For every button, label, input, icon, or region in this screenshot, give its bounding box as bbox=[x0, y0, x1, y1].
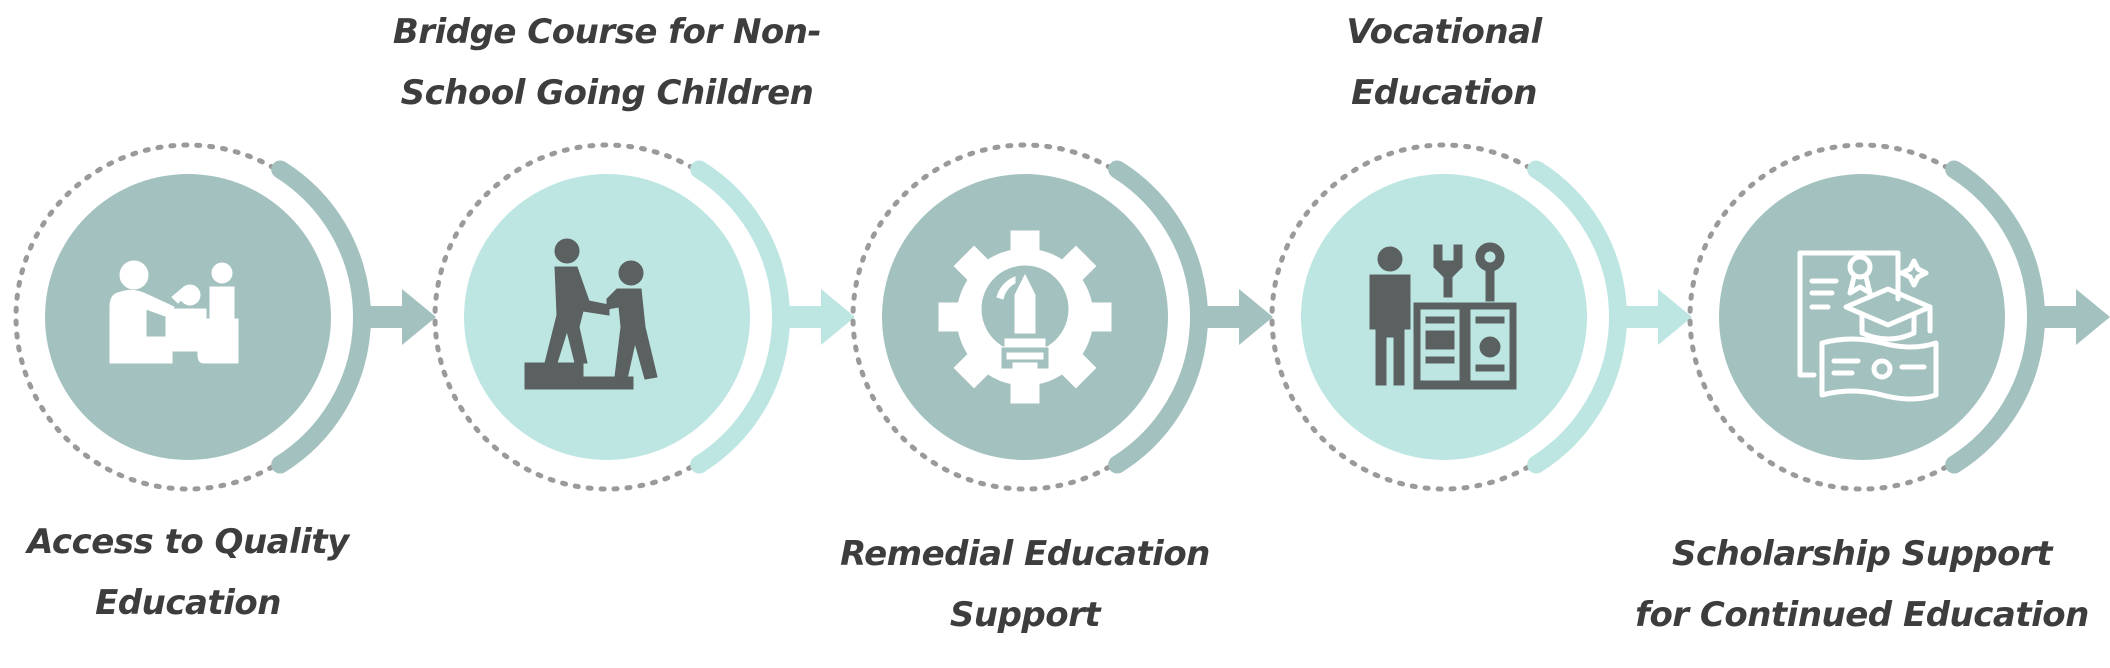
step-4-label-line-2: Education bbox=[1351, 73, 1537, 113]
step-5-label-line-2: for Continued Education bbox=[1635, 595, 2089, 635]
step-1-arrow-icon bbox=[368, 289, 436, 345]
step-2-label-line-2: School Going Children bbox=[400, 73, 814, 113]
step-5-label-line-1: Scholarship Support bbox=[1671, 534, 2053, 574]
step-1-label-line-2: Education bbox=[95, 583, 281, 623]
step-2-label-line-1: Bridge Course for Non- bbox=[392, 12, 822, 52]
step-4-progress-arc bbox=[1527, 160, 1627, 474]
step-2-label: Bridge Course for Non- School Going Chil… bbox=[377, 2, 837, 124]
step-5-progress-arc bbox=[1945, 160, 2045, 474]
steps-layer bbox=[13, 142, 2110, 492]
step-2-circle bbox=[464, 174, 750, 460]
step-4-label: Vocational Education bbox=[1214, 2, 1674, 124]
step-5-arrow-icon bbox=[2042, 289, 2110, 345]
lightbulb-gear-icon bbox=[938, 230, 1112, 404]
step-3-label: Remedial Education Support bbox=[795, 524, 1255, 646]
step-1-progress-arc bbox=[271, 160, 371, 474]
step-5-label: Scholarship Support for Continued Educat… bbox=[1632, 524, 2092, 646]
step-2-progress-arc bbox=[690, 160, 790, 474]
step-3-label-line-1: Remedial Education bbox=[840, 534, 1210, 574]
step-3-label-line-2: Support bbox=[949, 595, 1101, 635]
step-1 bbox=[13, 142, 436, 492]
step-1-label: Access to Quality Education bbox=[0, 512, 418, 634]
step-4-arrow-icon bbox=[1624, 289, 1692, 345]
step-5 bbox=[1687, 142, 2110, 492]
step-4-label-line-1: Vocational bbox=[1346, 12, 1542, 52]
step-3-progress-arc bbox=[1108, 160, 1208, 474]
step-4 bbox=[1269, 142, 1692, 492]
step-3-arrow-icon bbox=[1205, 289, 1273, 345]
step-2 bbox=[432, 142, 855, 492]
step-1-label-line-1: Access to Quality bbox=[27, 522, 349, 562]
step-2-arrow-icon bbox=[787, 289, 855, 345]
step-3 bbox=[850, 142, 1273, 492]
